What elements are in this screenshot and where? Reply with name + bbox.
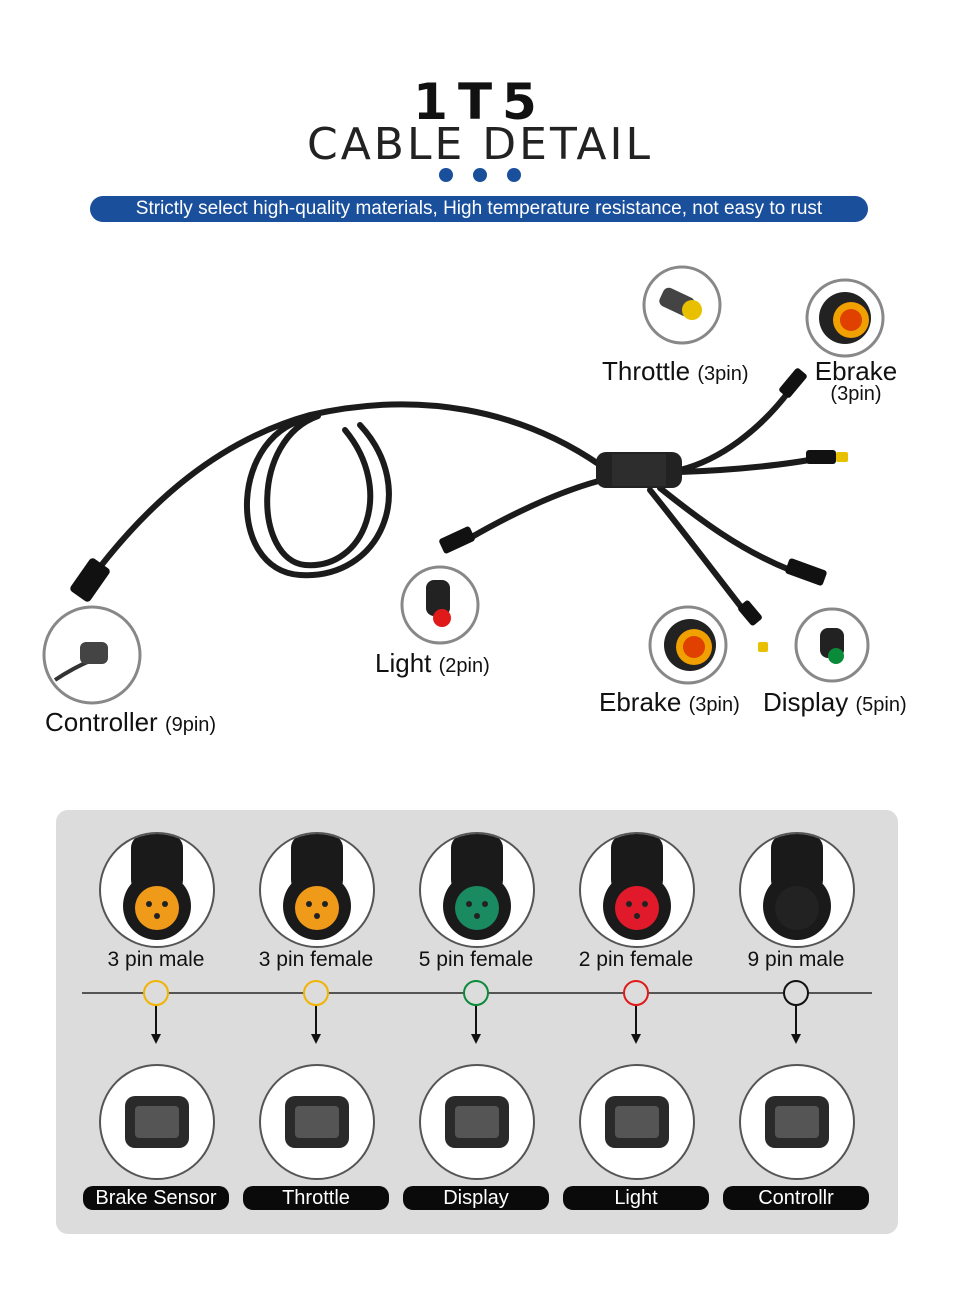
label-ebrake-top-pin: (3pin) bbox=[830, 383, 882, 405]
connector-label: 2 pin female bbox=[578, 948, 694, 971]
label-ebrake-bottom-pin: (3pin) bbox=[688, 694, 740, 716]
connector-icon bbox=[763, 834, 831, 940]
connector-icon bbox=[603, 834, 671, 940]
throttle-plug bbox=[779, 368, 807, 398]
connector-marker bbox=[143, 980, 169, 1006]
arrow-down-icon bbox=[311, 1034, 321, 1044]
connector-marker bbox=[783, 980, 809, 1006]
dot-icon bbox=[439, 168, 453, 182]
ebrake-plug-bottom bbox=[738, 600, 762, 626]
decorative-dots bbox=[0, 168, 960, 187]
ebrake-plug-top-tip bbox=[836, 452, 848, 462]
dot-icon bbox=[473, 168, 487, 182]
device-label: Brake Sensor bbox=[83, 1186, 229, 1210]
splitter-mold bbox=[612, 454, 666, 486]
arrow-line bbox=[475, 1006, 477, 1036]
throttle-closeup bbox=[642, 265, 722, 345]
light-closeup bbox=[400, 565, 480, 645]
label-throttle-name: Throttle bbox=[602, 356, 691, 386]
device-icon bbox=[285, 1096, 349, 1148]
dot-icon bbox=[507, 168, 521, 182]
label-throttle-pin: (3pin) bbox=[697, 363, 749, 385]
connector-label: 5 pin female bbox=[418, 948, 534, 971]
connector-photo-2 bbox=[419, 832, 535, 948]
connector-icon bbox=[283, 834, 351, 940]
display-plug bbox=[785, 558, 827, 586]
label-ebrake-bottom-name: Ebrake bbox=[599, 687, 682, 717]
cable-wires bbox=[87, 387, 823, 615]
label-light-pin: (2pin) bbox=[438, 655, 490, 677]
page-title: 1T5 bbox=[413, 73, 547, 131]
controller-closeup bbox=[42, 605, 142, 705]
arrow-line bbox=[795, 1006, 797, 1036]
device-icon bbox=[765, 1096, 829, 1148]
label-controller: Controller (9pin) bbox=[45, 707, 216, 738]
arrow-down-icon bbox=[631, 1034, 641, 1044]
connector-photo-0 bbox=[99, 832, 215, 948]
arrow-line bbox=[315, 1006, 317, 1036]
arrow-down-icon bbox=[151, 1034, 161, 1044]
device-label: Throttle bbox=[243, 1186, 389, 1210]
ebrake-plug-bottom-tip bbox=[758, 642, 768, 652]
connector-label: 9 pin male bbox=[747, 948, 845, 971]
connector-label: 3 pin male bbox=[107, 948, 205, 971]
device-photo-3 bbox=[579, 1064, 695, 1180]
label-controller-name: Controller bbox=[45, 707, 158, 737]
display-closeup bbox=[794, 607, 870, 683]
ebrake-top-closeup bbox=[805, 278, 885, 358]
feature-banner: Strictly select high-quality materials, … bbox=[90, 196, 868, 222]
label-display: Display (5pin) bbox=[763, 687, 907, 718]
device-label: Display bbox=[403, 1186, 549, 1210]
label-light-name: Light bbox=[375, 648, 432, 678]
device-photo-1 bbox=[259, 1064, 375, 1180]
label-ebrake-bottom: Ebrake (3pin) bbox=[599, 687, 740, 718]
arrow-down-icon bbox=[791, 1034, 801, 1044]
connector-icon bbox=[123, 834, 191, 940]
device-icon bbox=[445, 1096, 509, 1148]
label-ebrake-top-name: Ebrake bbox=[814, 356, 898, 386]
arrow-down-icon bbox=[471, 1034, 481, 1044]
label-light: Light (2pin) bbox=[375, 648, 490, 679]
cable-diagram bbox=[42, 265, 885, 705]
ebrake-bottom-closeup bbox=[648, 605, 728, 685]
device-photo-0 bbox=[99, 1064, 215, 1180]
label-controller-pin: (9pin) bbox=[164, 714, 217, 736]
connector-photo-4 bbox=[739, 832, 855, 948]
page-subtitle: CABLE DETAIL bbox=[306, 119, 654, 170]
label-display-name: Display bbox=[763, 687, 849, 717]
label-throttle: Throttle (3pin) bbox=[602, 356, 749, 387]
label-ebrake-top: Ebrake (3pin) bbox=[810, 356, 902, 406]
controller-plug bbox=[70, 558, 110, 602]
device-label: Light bbox=[563, 1186, 709, 1210]
device-icon bbox=[125, 1096, 189, 1148]
device-photo-4 bbox=[739, 1064, 855, 1180]
label-display-pin: (5pin) bbox=[855, 694, 907, 716]
arrow-line bbox=[635, 1006, 637, 1036]
device-icon bbox=[605, 1096, 669, 1148]
device-label: Controllr bbox=[723, 1186, 869, 1210]
connector-icon bbox=[443, 834, 511, 940]
connector-marker bbox=[623, 980, 649, 1006]
arrow-line bbox=[155, 1006, 157, 1036]
connector-photo-3 bbox=[579, 832, 695, 948]
connector-photo-1 bbox=[259, 832, 375, 948]
connector-marker bbox=[463, 980, 489, 1006]
connector-label: 3 pin female bbox=[258, 948, 374, 971]
device-photo-2 bbox=[419, 1064, 535, 1180]
ebrake-plug-top bbox=[806, 450, 836, 464]
connector-marker bbox=[303, 980, 329, 1006]
light-plug bbox=[439, 526, 475, 554]
